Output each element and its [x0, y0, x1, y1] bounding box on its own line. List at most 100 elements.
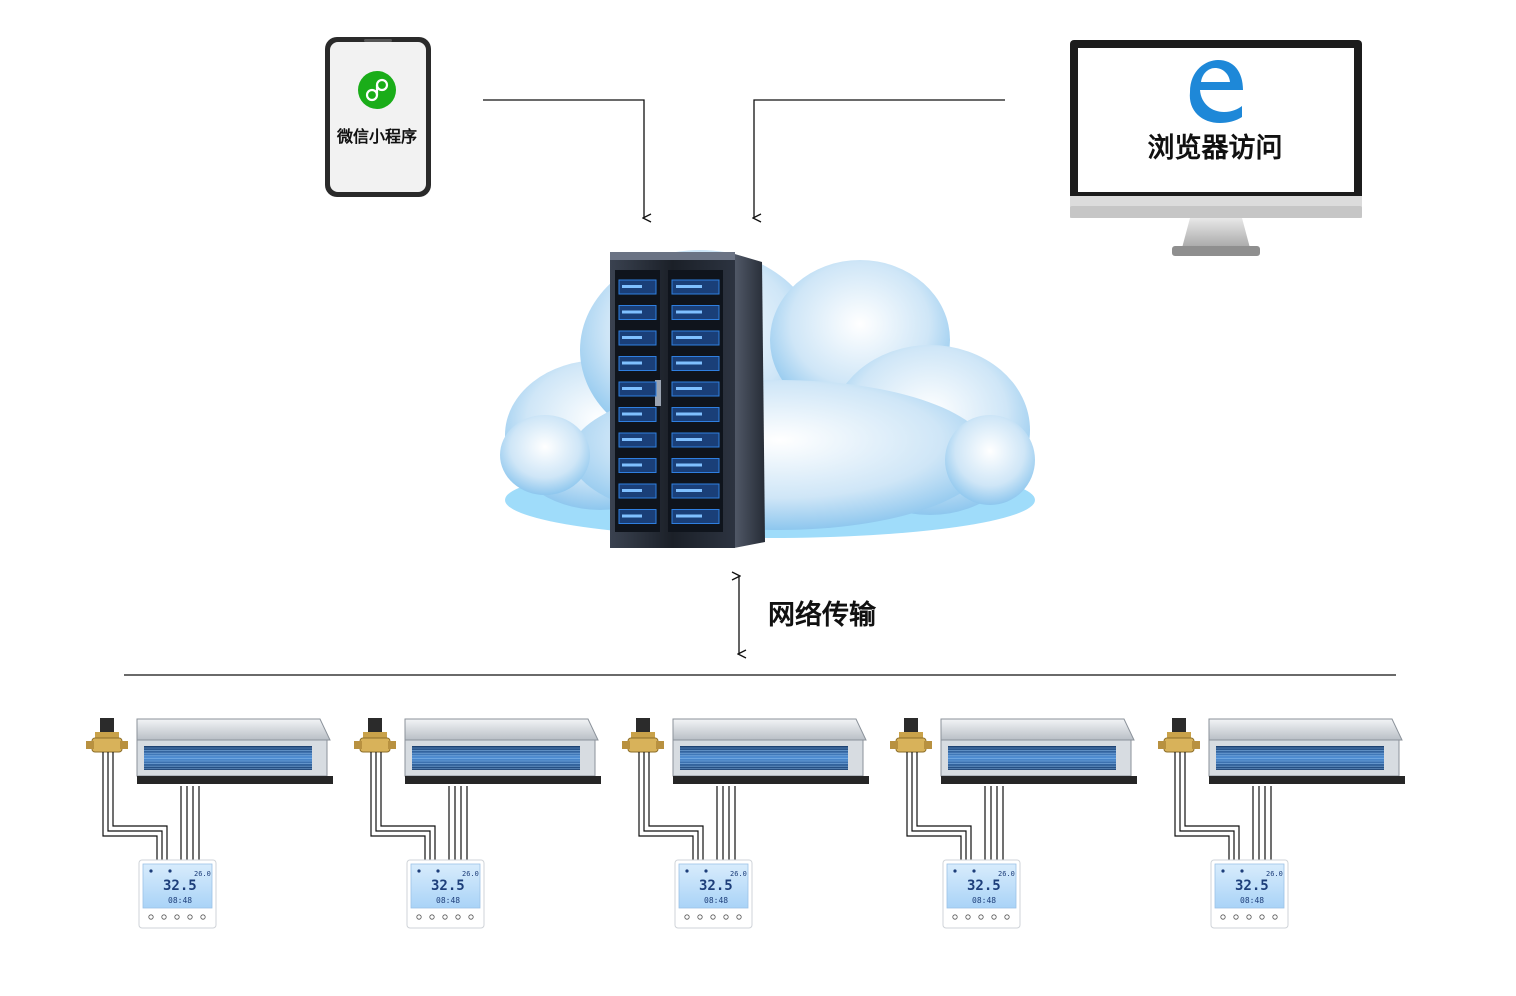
down-button[interactable] [468, 914, 474, 920]
valve-wire [906, 752, 962, 860]
phone-device: 微信小程序 [325, 37, 431, 197]
valve-wire [648, 752, 704, 860]
thermostat-panel[interactable]: 32.526.008:48 [138, 859, 217, 929]
field-unit: 32.526.008:48 [354, 718, 601, 929]
wiring [638, 752, 736, 860]
mode-icon [972, 869, 976, 873]
cloud-server-icon [500, 250, 1035, 548]
mini-program-label: 微信小程序 [336, 127, 417, 146]
valve-wire [1184, 752, 1240, 860]
fan-button[interactable] [442, 914, 448, 920]
browser-access-label: 浏览器访问 [1148, 132, 1283, 164]
server-rack [610, 252, 765, 548]
server-slot-light [676, 438, 702, 441]
fan-button[interactable] [174, 914, 180, 920]
power-button[interactable] [416, 914, 422, 920]
server-slot-light [622, 285, 642, 288]
set-temperature-readout: 26.0 [1266, 870, 1283, 878]
wiring [370, 752, 468, 860]
mode-icon [168, 869, 172, 873]
solenoid-valve-icon [1158, 718, 1200, 753]
server-slot-light [622, 336, 642, 339]
server-slot-light [676, 285, 702, 288]
server-slot-light [676, 463, 702, 467]
set-temperature-readout: 26.0 [730, 870, 747, 878]
thermostat-lcd [142, 863, 213, 909]
up-button[interactable] [991, 914, 997, 920]
down-button[interactable] [1004, 914, 1010, 920]
power-button[interactable] [148, 914, 154, 920]
mode-button[interactable] [429, 914, 435, 920]
valve-wire [1174, 752, 1230, 860]
clock-readout: 08:48 [704, 896, 728, 905]
field-unit: 32.526.008:48 [86, 718, 333, 929]
mode-icon [436, 869, 440, 873]
field-unit: 32.526.008:48 [622, 718, 869, 929]
fan-button[interactable] [978, 914, 984, 920]
down-button[interactable] [736, 914, 742, 920]
fan-icon [953, 869, 957, 873]
solenoid-valve-icon [622, 718, 664, 753]
fan-button[interactable] [1246, 914, 1252, 920]
room-temperature-readout: 32.5 [163, 878, 197, 894]
mode-button[interactable] [697, 914, 703, 920]
solenoid-valve-icon [890, 718, 932, 753]
thermostat-panel[interactable]: 32.526.008:48 [942, 859, 1021, 929]
room-temperature-readout: 32.5 [967, 878, 1001, 894]
wiring [1174, 752, 1272, 860]
room-temperature-readout: 32.5 [1235, 878, 1269, 894]
network-label: 网络传输 [768, 599, 877, 631]
server-slot-light [676, 412, 702, 416]
wiring [906, 752, 1004, 860]
thermostat-panel[interactable]: 32.526.008:48 [406, 859, 485, 929]
clock-readout: 08:48 [168, 896, 192, 905]
power-button[interactable] [1220, 914, 1226, 920]
browser-to-server-arrow [754, 99, 1005, 218]
fan-icon [685, 869, 689, 873]
up-button[interactable] [723, 914, 729, 920]
thermostat-panel[interactable]: 32.526.0 08:48 [1210, 859, 1289, 929]
thermostat-lcd [678, 863, 749, 909]
solenoid-valve-icon [86, 718, 128, 753]
server-slot-light [622, 514, 642, 518]
valve-wire [375, 752, 431, 860]
down-button[interactable] [1272, 914, 1278, 920]
monitor-device: 浏览器访问 [1070, 40, 1362, 256]
mode-button[interactable] [965, 914, 971, 920]
valve-wire [916, 752, 972, 860]
server-slot-light [622, 463, 642, 467]
valve-wire [911, 752, 967, 860]
fan-icon [417, 869, 421, 873]
valve-wire [1179, 752, 1235, 860]
mode-button[interactable] [161, 914, 167, 920]
up-button[interactable] [187, 914, 193, 920]
server-slot-light [622, 412, 642, 416]
thermostat-panel[interactable]: 32.526.008:48 [674, 859, 753, 929]
fan-icon [1221, 869, 1225, 873]
down-button[interactable] [200, 914, 206, 920]
mode-button[interactable] [1233, 914, 1239, 920]
valve-wire [643, 752, 699, 860]
solenoid-valve-icon [354, 718, 396, 753]
server-slot-light [676, 361, 702, 365]
network-link: 网络传输 [739, 576, 877, 654]
valve-wire [102, 752, 158, 860]
valve-wire [380, 752, 436, 860]
server-slot-light [676, 387, 702, 390]
server-slot-light [676, 310, 702, 314]
mode-icon [1240, 869, 1244, 873]
power-button[interactable] [684, 914, 690, 920]
edge-browser-icon[interactable] [1189, 60, 1243, 123]
field-unit: 32.526.0 08:48 [1158, 718, 1405, 929]
valve-wire [112, 752, 168, 860]
server-slot-light [676, 514, 702, 518]
power-button[interactable] [952, 914, 958, 920]
mini-program-icon[interactable] [358, 71, 396, 109]
fan-icon [149, 869, 153, 873]
fan-button[interactable] [710, 914, 716, 920]
up-button[interactable] [455, 914, 461, 920]
clock-readout: 08:48 [1240, 896, 1264, 905]
up-button[interactable] [1259, 914, 1265, 920]
client-connectors [483, 99, 1005, 218]
